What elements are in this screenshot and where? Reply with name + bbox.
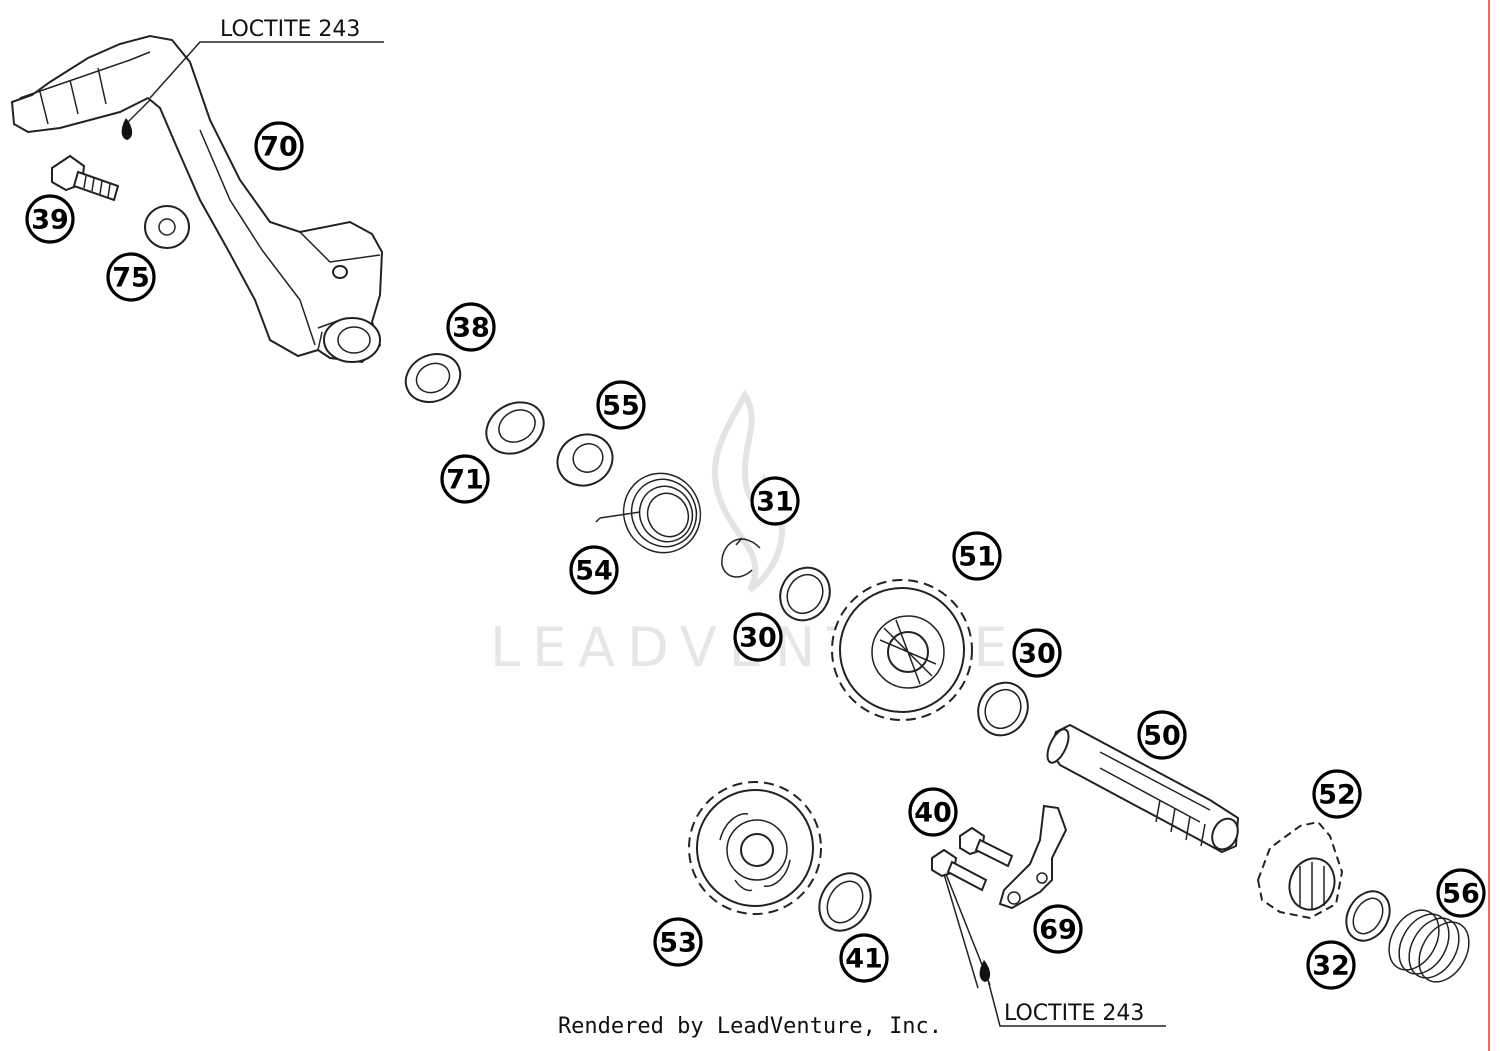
callout-69: 69 [1033, 904, 1083, 954]
callout-38: 38 [446, 302, 496, 352]
render-credit: Rendered by LeadVenture, Inc. [557, 1014, 943, 1039]
svg-text:71: 71 [446, 465, 484, 496]
bolt-39 [51, 154, 120, 202]
washer-41 [818, 872, 872, 932]
svg-text:52: 52 [1318, 780, 1356, 811]
svg-text:56: 56 [1442, 879, 1480, 910]
callout-40: 40 [908, 787, 958, 837]
bolts-40 [931, 826, 1014, 989]
loctite-leader-bottom [987, 979, 1166, 1027]
kick-starter-lever [10, 34, 384, 364]
seal-38 [404, 353, 462, 403]
svg-text:41: 41 [845, 944, 883, 975]
spring-56 [1388, 909, 1470, 983]
callout-56: 56 [1436, 868, 1486, 918]
callout-32: 32 [1306, 940, 1356, 990]
watermark-flame-logo [712, 388, 786, 593]
kick-starter-shaft-50 [1046, 723, 1240, 854]
svg-text:31: 31 [756, 487, 794, 518]
loctite-leader-top [149, 41, 384, 99]
washer-32 [1345, 890, 1391, 942]
callout-53: 53 [653, 917, 703, 967]
svg-text:75: 75 [112, 263, 150, 294]
callout-31: 31 [750, 476, 800, 526]
svg-text:51: 51 [958, 542, 996, 573]
svg-text:55: 55 [602, 391, 640, 422]
callout-55: 55 [596, 380, 646, 430]
svg-text:50: 50 [1143, 721, 1181, 752]
guide-plate-69 [998, 804, 1068, 910]
svg-text:32: 32 [1312, 951, 1350, 982]
svg-text:39: 39 [31, 205, 69, 236]
loctite-note-bottom: LOCTITE 243 [1004, 1001, 1144, 1026]
spring-guide-55 [556, 433, 614, 487]
callout-75: 75 [106, 252, 156, 302]
callout-51: 51 [952, 531, 1002, 581]
svg-text:69: 69 [1039, 915, 1077, 946]
svg-text:54: 54 [575, 556, 613, 587]
callout-54: 54 [569, 545, 619, 595]
intermediate-gear-53 [688, 781, 822, 915]
callout-41: 41 [839, 933, 889, 983]
callout-50: 50 [1137, 710, 1187, 760]
callout-70: 70 [254, 121, 304, 171]
svg-text:40: 40 [914, 798, 952, 829]
callout-39: 39 [25, 194, 75, 244]
svg-text:38: 38 [452, 313, 490, 344]
callout-71: 71 [440, 454, 490, 504]
washer-30-upper [779, 566, 831, 622]
svg-text:30: 30 [1018, 639, 1056, 670]
svg-text:53: 53 [659, 928, 697, 959]
kick-starter-spring-54 [595, 472, 702, 554]
loctite-note-top: LOCTITE 243 [220, 17, 360, 42]
callout-30-upper: 30 [733, 612, 783, 662]
kick-starter-gear-51 [831, 579, 973, 721]
circlip-31 [721, 537, 761, 578]
svg-text:30: 30 [739, 623, 777, 654]
ratchet-gear-52 [1256, 820, 1344, 920]
washer-75 [144, 205, 190, 249]
bushing-71 [485, 401, 545, 455]
svg-text:70: 70 [260, 132, 298, 163]
callout-52: 52 [1312, 769, 1362, 819]
washer-30-lower [977, 681, 1029, 737]
callout-30-lower: 30 [1012, 628, 1062, 678]
